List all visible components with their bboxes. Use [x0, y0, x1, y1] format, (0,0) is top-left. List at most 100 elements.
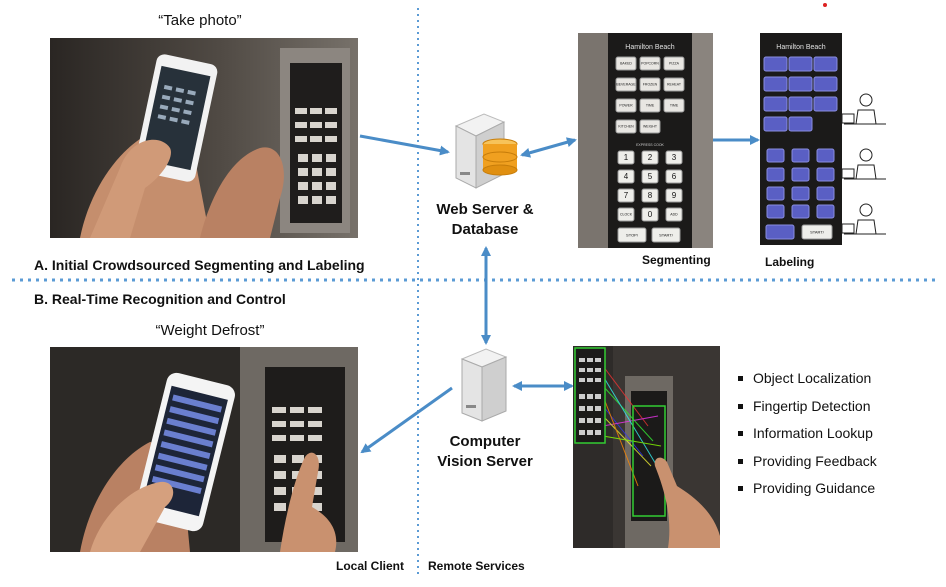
keypad-function-key-text: WEIGHT — [643, 125, 658, 129]
keypad-bottom-key-text: ADD — [670, 213, 678, 217]
keypad-function-key — [615, 98, 637, 113]
keypad-function-key-text: REHEAT — [667, 83, 682, 87]
label-function-key — [763, 76, 788, 92]
keypad-digit-key — [641, 169, 659, 184]
keypad-function-key-text: POWER — [619, 104, 633, 108]
keypad-digit-key — [641, 150, 659, 165]
keypad-bottom-key — [641, 207, 659, 222]
cv-feature-item: Providing Feedback — [735, 448, 935, 476]
keypad-function-key — [639, 119, 661, 134]
label-bottom-key — [791, 204, 810, 219]
label-digit-key — [766, 186, 785, 201]
keypad-bottom-key-text: CLOCK — [620, 213, 633, 217]
keypad-action-key-text: START/ — [659, 232, 674, 237]
keypad-function-key-text: PIZZA — [669, 62, 680, 66]
label-digit-key — [791, 148, 810, 163]
keypad-digit-key-text: 3 — [672, 153, 677, 162]
keypad-digit-key-text: 4 — [624, 172, 629, 181]
label-digit-key — [791, 167, 810, 182]
web-server-label: Web Server & Database — [415, 200, 555, 240]
keypad-action-key-text: STOP/ — [626, 232, 639, 237]
cv-feature-item: Information Lookup — [735, 420, 935, 448]
label-digit-key — [816, 148, 835, 163]
keypad-digit-key — [665, 188, 683, 203]
keypad-digit-key-text: 6 — [672, 172, 677, 181]
cv-server-label: Computer Vision Server — [415, 432, 555, 472]
keypad-digit-key — [617, 188, 635, 203]
web-server-icon — [450, 112, 522, 192]
remote-services-label: Remote Services — [428, 559, 525, 573]
segmenting-brand: Hamilton Beach — [625, 44, 675, 51]
segmenting-image: Hamilton Beach BAKED POPCORN PIZZA BEVERAGE… — [578, 33, 713, 248]
keypad-action-key — [617, 227, 647, 243]
crowd-worker-icon — [841, 93, 886, 125]
keypad-function-key-text: TIME — [646, 104, 655, 108]
keypad-function-key — [615, 119, 637, 134]
keypad-function-key-text: BEVERAGE — [616, 83, 636, 87]
label-bottom-key — [816, 204, 835, 219]
labeling-brand: Hamilton Beach — [776, 44, 826, 51]
cv-feature-list: Object Localization Fingertip Detection … — [735, 365, 935, 503]
label-digit-key — [766, 167, 785, 182]
cv-result-image — [573, 346, 720, 548]
label-function-key — [813, 76, 838, 92]
keypad-function-key — [615, 56, 637, 71]
keypad-digit-key-text: 5 — [648, 172, 653, 181]
keypad-digit-key — [641, 188, 659, 203]
crowd-workers-illustration — [841, 93, 886, 235]
keypad-function-key-text: FROZEN — [643, 83, 658, 87]
label-digit-key — [816, 167, 835, 182]
take-photo-image — [50, 38, 358, 238]
keypad-digit-key — [665, 169, 683, 184]
keypad-digit-key — [617, 169, 635, 184]
weight-defrost-image — [50, 347, 358, 552]
label-function-key — [813, 56, 838, 72]
cv-server-icon — [456, 345, 512, 425]
label-action-key — [801, 224, 833, 240]
label-function-key — [788, 56, 813, 72]
crowd-worker-icon — [841, 203, 886, 235]
keypad-function-key-text: BAKED — [620, 62, 632, 66]
label-digit-key — [791, 186, 810, 201]
label-function-key — [763, 116, 788, 132]
keypad-function-key — [639, 98, 661, 113]
segmenting-label: Segmenting — [642, 253, 711, 267]
keypad-function-key-text: POPCORN — [641, 62, 659, 66]
keypad-digit-key-text: 2 — [648, 153, 653, 162]
label-digit-key — [766, 148, 785, 163]
label-digit-key — [816, 186, 835, 201]
cv-server-label-line2: Vision Server — [437, 453, 533, 470]
keypad-function-key — [663, 56, 685, 71]
cv-feature-item: Providing Guidance — [735, 475, 935, 503]
local-client-label: Local Client — [336, 559, 405, 573]
cv-server-label-line1: Computer — [449, 433, 521, 450]
keypad-digit-key-text: 8 — [648, 191, 653, 200]
cv-feature-item: Fingertip Detection — [735, 393, 935, 421]
keypad-bottom-key-text: 0 — [648, 210, 653, 219]
label-function-key — [788, 76, 813, 92]
section-a-label: A. Initial Crowdsourced Segmenting and L… — [34, 257, 365, 273]
crowd-worker-icon — [841, 148, 886, 180]
web-server-label-line1: Web Server & — [436, 201, 534, 218]
keypad-function-key — [639, 77, 661, 92]
keypad-function-key-text: KITCHEN — [618, 125, 634, 129]
keypad-digit-key — [617, 150, 635, 165]
label-action-key-text: START/ — [810, 229, 825, 234]
label-function-key — [763, 96, 788, 112]
label-function-key — [813, 96, 838, 112]
labeling-label: Labeling — [765, 255, 815, 269]
keypad-bottom-key — [665, 207, 683, 222]
keypad-action-key — [651, 227, 681, 243]
keypad-function-key — [663, 98, 685, 113]
keypad-function-key — [663, 77, 685, 92]
take-photo-caption: “Take photo” — [158, 12, 242, 29]
cv-feature-item: Object Localization — [735, 365, 935, 393]
weight-defrost-caption: “Weight Defrost” — [155, 322, 265, 339]
label-action-key — [765, 224, 795, 240]
keypad-digit-key-text: 7 — [624, 191, 629, 200]
keypad-digit-key-text: 1 — [624, 153, 629, 162]
section-b-label: B. Real-Time Recognition and Control — [34, 291, 286, 307]
keypad-bottom-key — [617, 207, 635, 222]
label-bottom-key — [766, 204, 785, 219]
